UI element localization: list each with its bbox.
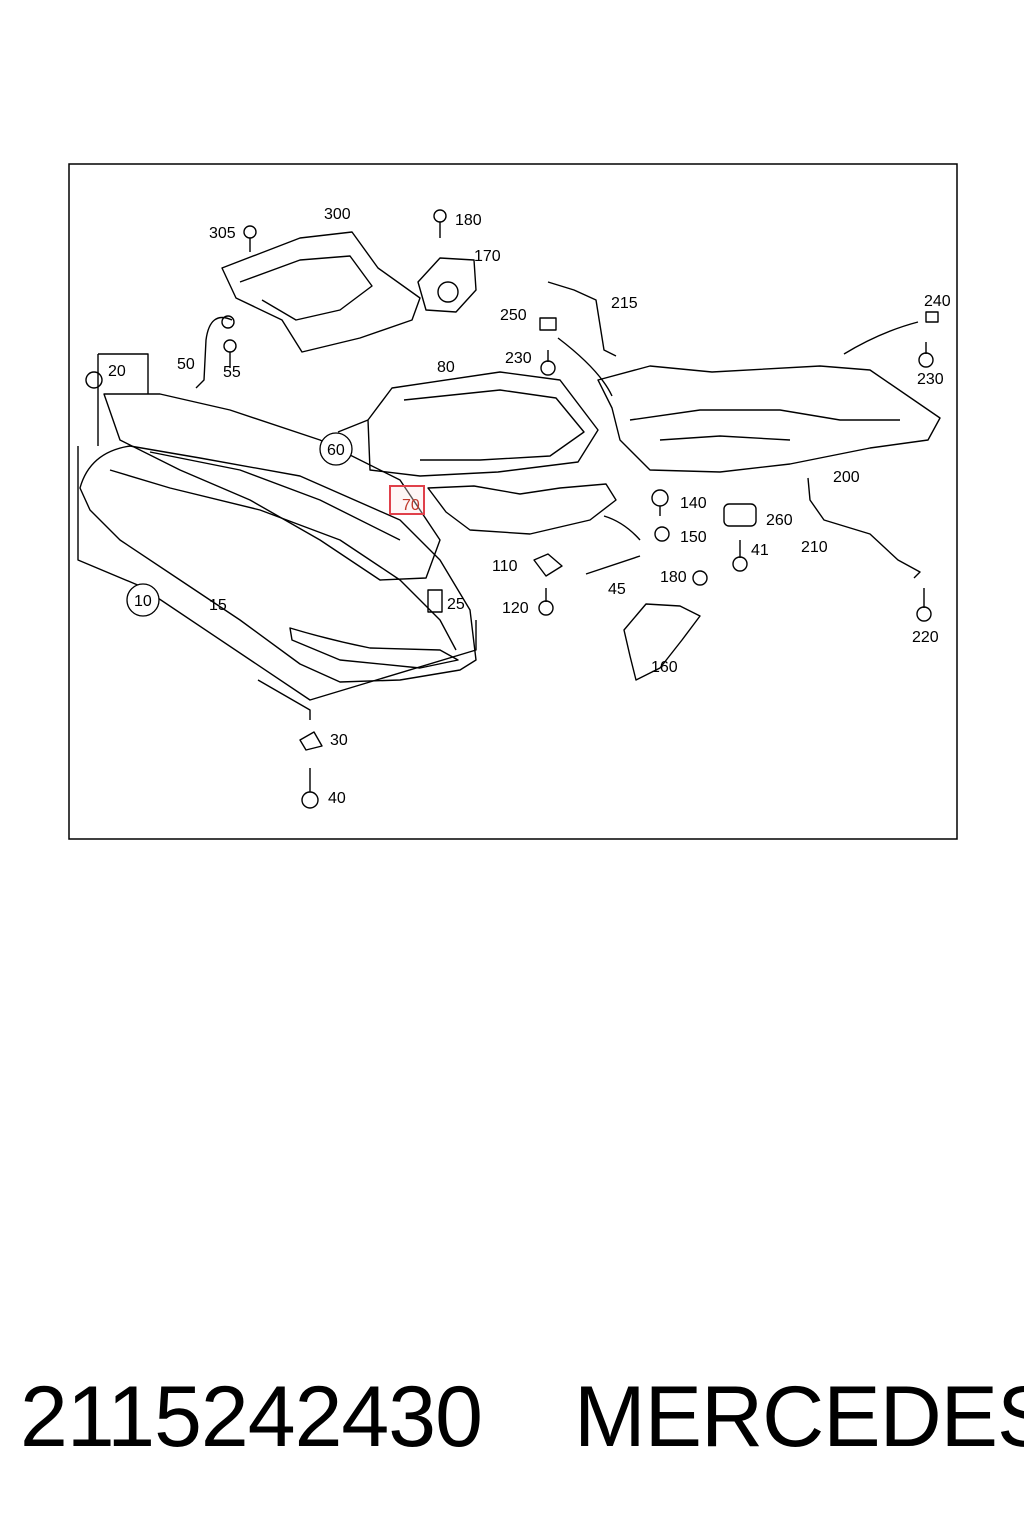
highlight-box-70 <box>389 485 425 515</box>
part-210-shape <box>807 477 921 579</box>
callout-20: 20 <box>108 363 126 380</box>
callout-210: 210 <box>801 539 828 556</box>
callout-41: 41 <box>751 542 769 559</box>
part-200-shape <box>597 365 941 473</box>
callout-25: 25 <box>447 596 465 613</box>
part-15-shape <box>79 445 477 683</box>
part-50-shape <box>195 316 233 389</box>
callout-30: 30 <box>330 732 348 749</box>
callout-140: 140 <box>680 495 707 512</box>
part-215-shape <box>547 281 617 357</box>
footer: 2115242430 MERCEDES <box>0 1362 1024 1482</box>
part-300-shape <box>221 231 421 353</box>
part-number: 2115242430 <box>20 1369 483 1465</box>
callout-150: 150 <box>680 529 707 546</box>
callout-70[interactable]: 70 <box>402 497 420 514</box>
callout-240: 240 <box>924 293 951 310</box>
callout-110: 110 <box>492 558 518 575</box>
part-160-shape <box>623 603 701 681</box>
callout-170: 170 <box>474 248 501 265</box>
callout-200: 200 <box>833 469 860 486</box>
callout-40: 40 <box>328 790 346 807</box>
brand-name: MERCEDES <box>574 1369 1024 1465</box>
callout-circle-60 <box>319 432 353 466</box>
callout-120: 120 <box>502 600 529 617</box>
part-70-shape <box>427 483 617 535</box>
part-170-shape <box>417 257 477 313</box>
callout-260: 260 <box>766 512 793 529</box>
part-80-shape <box>367 371 599 477</box>
parts-diagram: 300 305 180 170 215 240 250 230 50 55 20… <box>68 163 958 840</box>
part-20-shape <box>103 393 441 581</box>
callout-230-mid: 230 <box>505 350 532 367</box>
callout-305: 305 <box>209 225 236 242</box>
callout-300: 300 <box>324 206 351 223</box>
callout-45: 45 <box>608 581 626 598</box>
callout-180-bottom: 180 <box>660 569 687 586</box>
callout-15: 15 <box>209 597 227 614</box>
callout-10: 10 <box>134 593 152 610</box>
callout-250: 250 <box>500 307 527 324</box>
callout-160: 160 <box>651 659 678 676</box>
callout-220: 220 <box>912 629 939 646</box>
callout-60: 60 <box>327 442 345 459</box>
callout-180-top: 180 <box>455 212 482 229</box>
callout-50: 50 <box>177 356 195 373</box>
diagram-frame <box>68 163 958 840</box>
callout-80: 80 <box>437 359 455 376</box>
callout-230-right: 230 <box>917 371 944 388</box>
callout-circle-10 <box>126 583 160 617</box>
callout-55: 55 <box>223 364 241 381</box>
callout-215: 215 <box>611 295 638 312</box>
